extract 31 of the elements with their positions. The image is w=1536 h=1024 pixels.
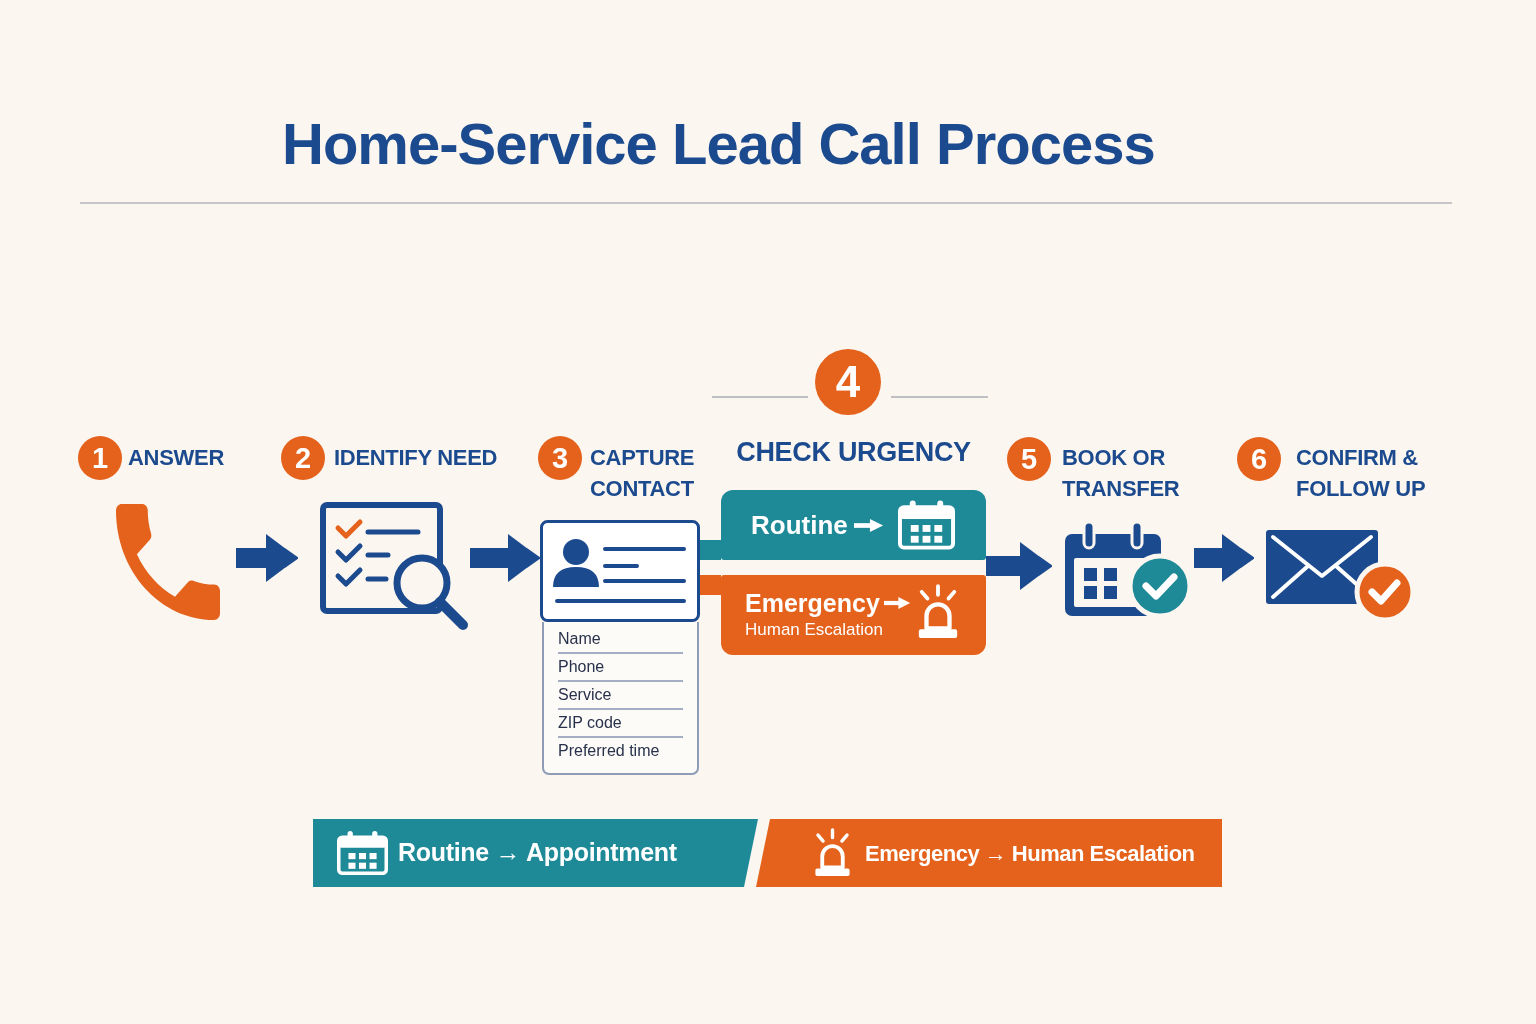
option-box: [721, 490, 986, 560]
legend-text: Routine → Appointment: [398, 837, 677, 869]
step-heading: CONFIRM & FOLLOW UP: [1296, 444, 1427, 503]
legend-text: Emergency → Human Escalation: [865, 839, 1195, 868]
field-label: Preferred time: [558, 741, 661, 761]
step-number: 2: [281, 436, 325, 480]
option-subtitle: Human Escalation: [745, 619, 884, 641]
step-number: 1: [78, 436, 122, 480]
connector-bar: [700, 540, 721, 560]
arrow: [470, 534, 541, 582]
step-number: 5: [1007, 437, 1051, 481]
step-heading: BOOK OR TRANSFER: [1062, 444, 1181, 503]
arrow: [986, 542, 1053, 590]
arrow: [236, 534, 299, 582]
option-label: Routine: [751, 509, 848, 541]
step-heading: IDENTIFY NEED: [334, 444, 499, 472]
step-number: 3: [538, 436, 582, 480]
arrow: [1194, 534, 1255, 582]
field-label: Service: [558, 682, 683, 710]
connector-bar: [700, 575, 721, 595]
field-label: Name: [558, 626, 683, 654]
field-label: Phone: [558, 654, 683, 682]
step-heading: ANSWER: [128, 444, 225, 472]
option-box: [721, 575, 986, 655]
step-number: 6: [1237, 437, 1281, 481]
step-heading: CAPTURE CONTACT: [590, 444, 696, 503]
field-label: ZIP code: [558, 710, 683, 738]
step-heading: CHECK URGENCY: [735, 436, 972, 468]
option-label: Emergency: [745, 588, 880, 619]
step-number: 4: [815, 349, 881, 415]
title: Home-Service Lead Call Process: [282, 115, 1155, 173]
